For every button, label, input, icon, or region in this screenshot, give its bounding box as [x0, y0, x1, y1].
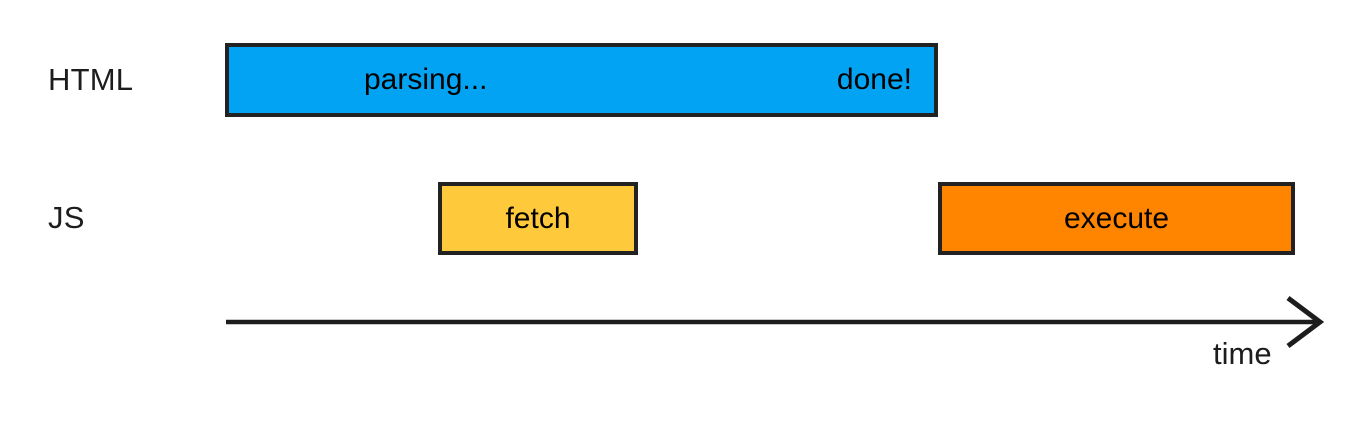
js-fetch-bar: fetch [438, 182, 638, 255]
html-parsing-bar: parsing... done! [225, 43, 938, 117]
js-execute-label: execute [1063, 201, 1170, 235]
row-label-js: JS [48, 200, 85, 235]
html-parsing-done-label: done! [836, 63, 912, 96]
html-parsing-label: parsing... [364, 63, 488, 96]
js-fetch-label: fetch [505, 201, 571, 235]
row-label-html: HTML [48, 62, 134, 97]
time-axis-label: time [1213, 336, 1272, 371]
time-axis-arrow-icon [226, 296, 1325, 348]
js-execute-bar: execute [938, 182, 1295, 255]
